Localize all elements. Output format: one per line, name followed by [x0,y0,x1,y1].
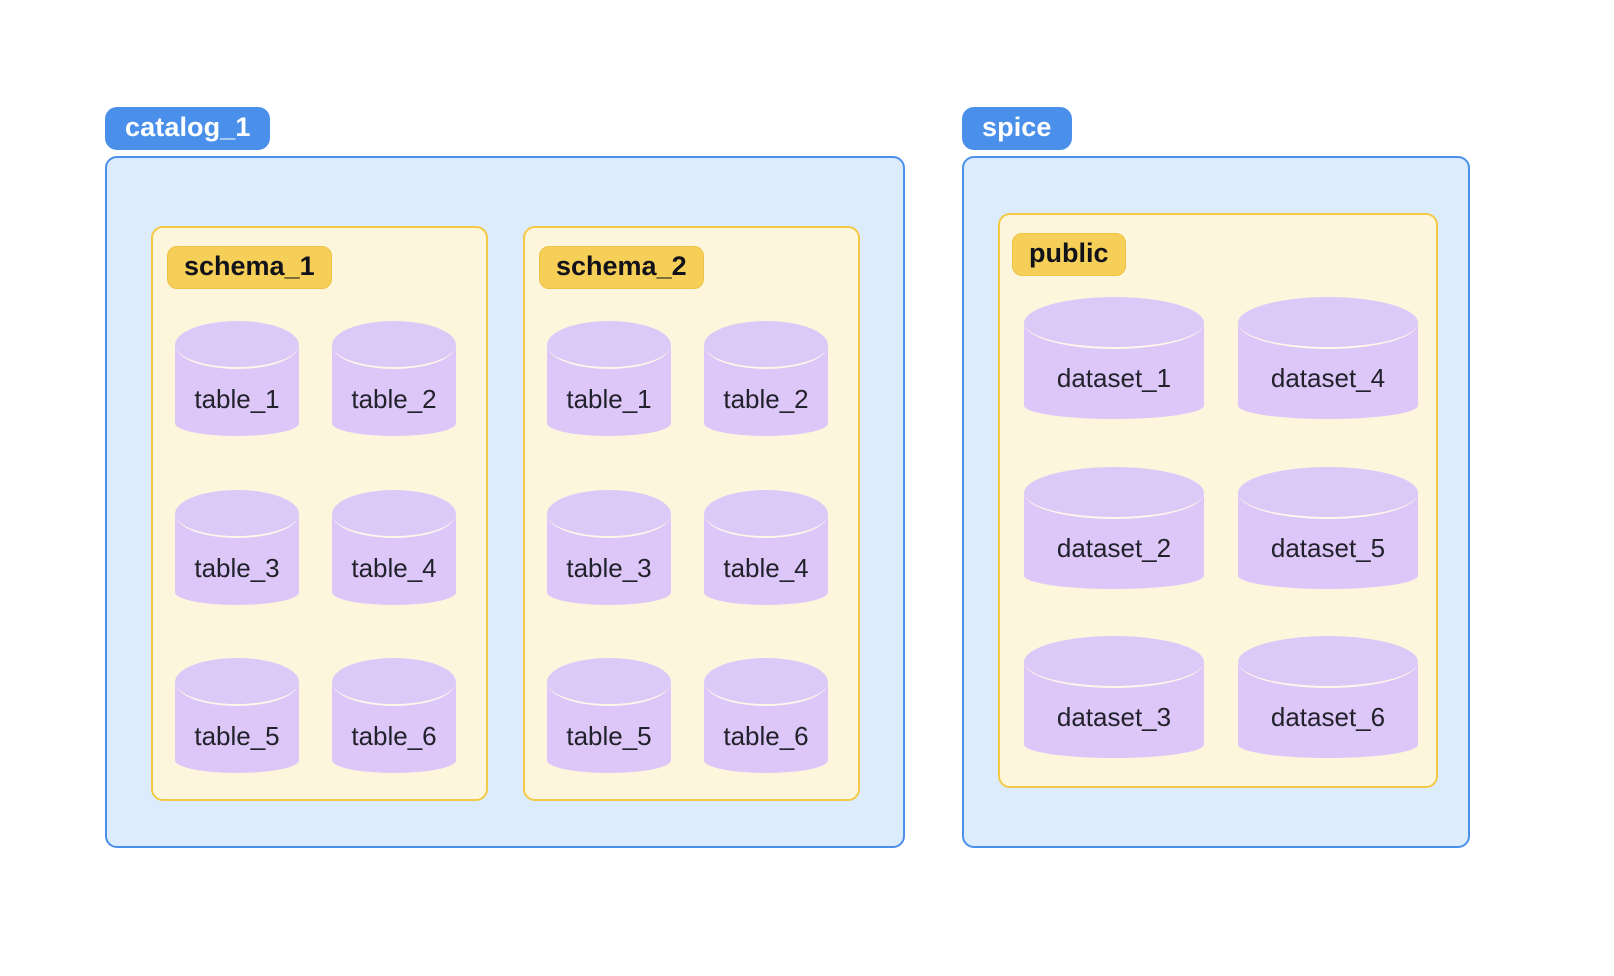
dataset-cylinder[interactable]: dataset_4 [1238,297,1418,419]
table-cylinder[interactable]: table_2 [704,321,828,436]
cylinder-top-ellipse [175,658,299,706]
table-cylinder[interactable]: table_2 [332,321,456,436]
table-cylinder[interactable]: table_6 [332,658,456,773]
cylinder-label: dataset_3 [1056,702,1172,732]
cylinder-label: table_4 [351,553,437,583]
cylinder-top-ellipse [704,490,828,538]
cylinder-label: table_2 [723,384,809,414]
table-cylinder[interactable]: table_1 [547,321,671,436]
table-cylinder[interactable]: table_5 [175,658,299,773]
cylinder-label: table_3 [566,553,652,583]
schema-badge-schema_2[interactable]: schema_2 [539,246,704,290]
cylinder-label: table_5 [194,721,280,751]
cylinder-top-ellipse [547,321,671,369]
cylinder-top-ellipse [547,490,671,538]
schema-badge-public[interactable]: public [1012,233,1126,277]
cylinder-label: dataset_2 [1056,533,1172,563]
schema-box-public: public dataset_1 dataset_4 dataset_2 [998,213,1438,788]
cylinder-top-ellipse [175,321,299,369]
cylinder-top-ellipse [1238,636,1418,688]
cylinder-label: table_3 [194,553,280,583]
catalog-badge-catalog_1[interactable]: catalog_1 [105,107,271,151]
table-cylinder[interactable]: table_5 [547,658,671,773]
dataset-cylinder[interactable]: dataset_1 [1024,297,1204,419]
cylinder-label: table_5 [566,721,652,751]
cylinder-label: table_6 [723,721,809,751]
schema-badge-schema_1[interactable]: schema_1 [167,246,332,290]
table-cylinder[interactable]: table_3 [547,490,671,605]
table-cylinder[interactable]: table_4 [704,490,828,605]
cylinder-label: table_1 [566,384,652,414]
cylinder-top-ellipse [547,658,671,706]
cylinder-label: dataset_5 [1270,533,1386,563]
cylinder-label: dataset_1 [1056,363,1172,393]
table-cylinder[interactable]: table_6 [704,658,828,773]
cylinder-top-ellipse [1024,297,1204,349]
dataset-cylinder[interactable]: dataset_6 [1238,636,1418,758]
dataset-cylinder[interactable]: dataset_3 [1024,636,1204,758]
cylinder-top-ellipse [1238,297,1418,349]
cylinder-label: dataset_4 [1270,363,1386,393]
cylinder-label: dataset_6 [1270,702,1386,732]
cylinder-label: table_1 [194,384,280,414]
schema-box-schema_2: schema_2 table_1 table_2 table_3 [523,226,860,801]
catalog-group-spice: spice public dataset_1 dataset_4 [962,107,1470,848]
cylinder-top-ellipse [332,490,456,538]
cylinder-label: table_4 [723,553,809,583]
cylinder-top-ellipse [175,490,299,538]
catalog-group-catalog_1: catalog_1 schema_1 table_1 table_2 [105,107,905,848]
catalog-box-spice: public dataset_1 dataset_4 dataset_2 [962,156,1470,848]
dataset-cylinder[interactable]: dataset_5 [1238,467,1418,589]
catalog-box-catalog_1: schema_1 table_1 table_2 table_3 [105,156,905,848]
table-cylinder[interactable]: table_3 [175,490,299,605]
catalog-badge-spice[interactable]: spice [962,107,1072,151]
table-cylinder[interactable]: table_1 [175,321,299,436]
dataset-cylinder[interactable]: dataset_2 [1024,467,1204,589]
cylinder-label: table_2 [351,384,437,414]
schema-box-schema_1: schema_1 table_1 table_2 table_3 [151,226,488,801]
cylinder-top-ellipse [332,321,456,369]
cylinder-top-ellipse [1024,636,1204,688]
cylinder-label: table_6 [351,721,437,751]
cylinder-top-ellipse [1024,467,1204,519]
cylinder-top-ellipse [704,321,828,369]
table-cylinder[interactable]: table_4 [332,490,456,605]
cylinder-top-ellipse [704,658,828,706]
cylinder-top-ellipse [1238,467,1418,519]
cylinder-top-ellipse [332,658,456,706]
